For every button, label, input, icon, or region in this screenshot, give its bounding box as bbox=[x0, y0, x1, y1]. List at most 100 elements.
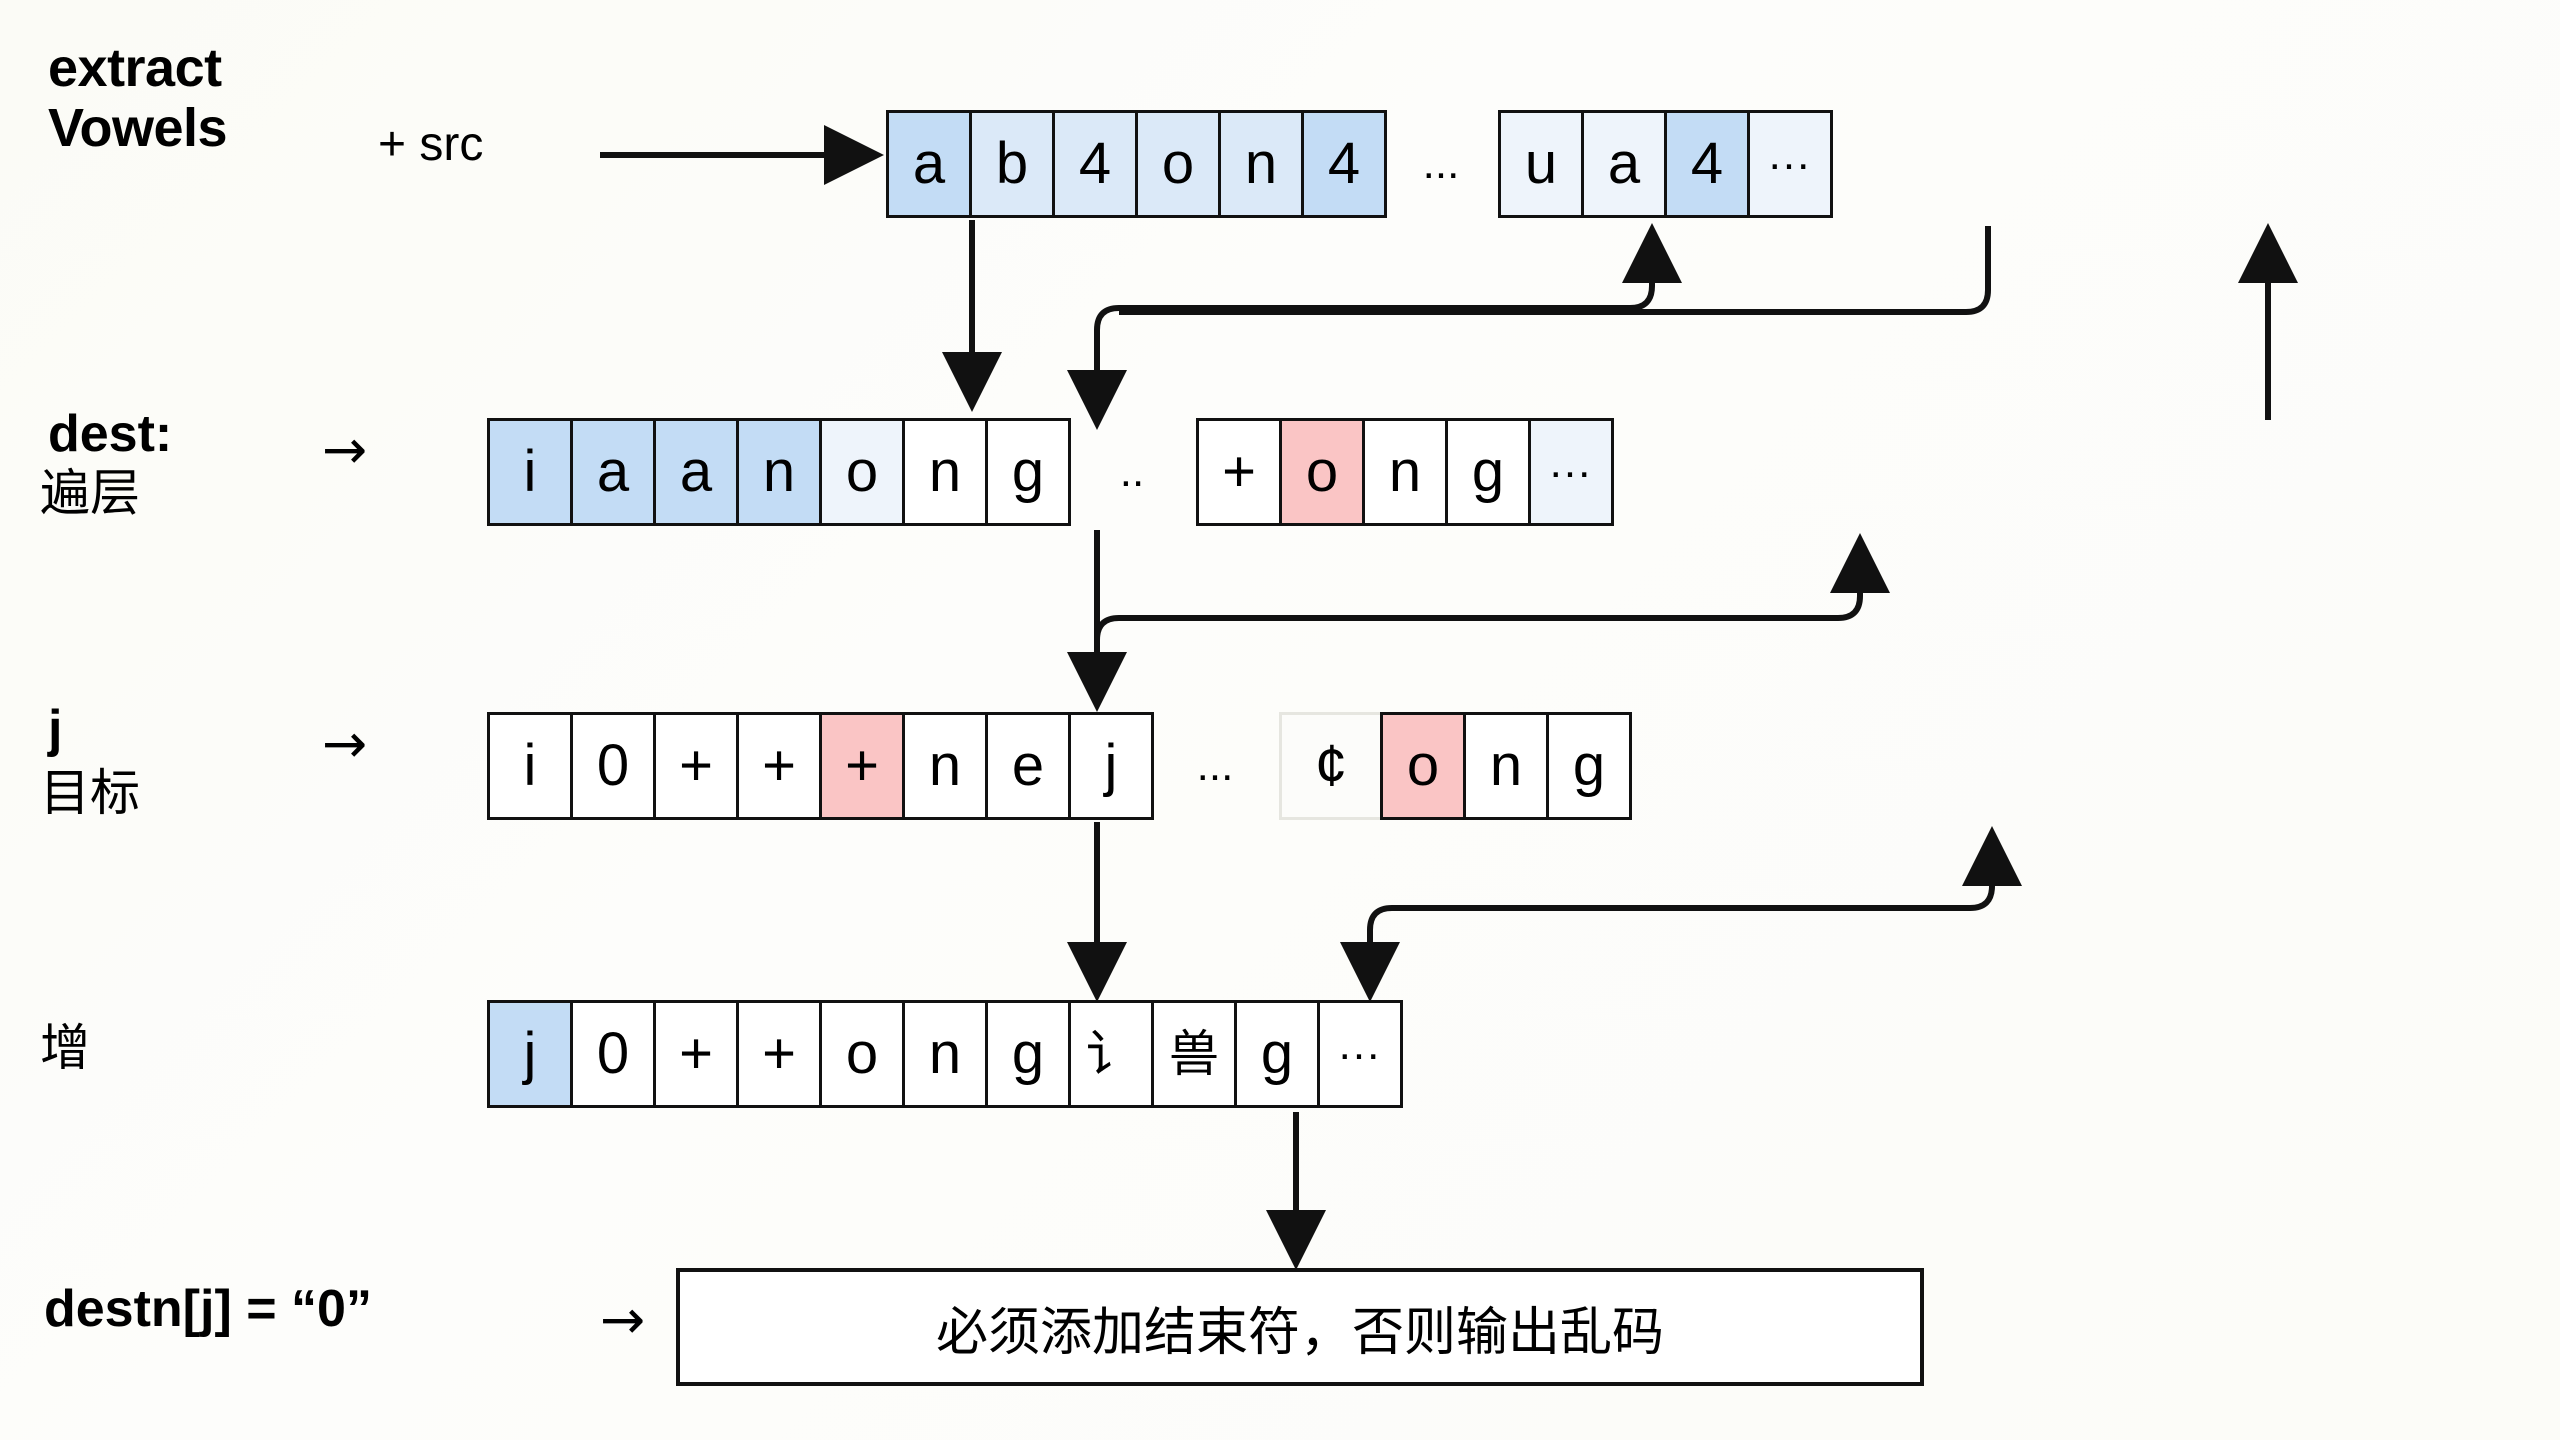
cell-zeng-1[interactable]: 0 bbox=[570, 1000, 656, 1108]
cell-src-8[interactable]: 4 bbox=[1664, 110, 1750, 218]
cell-dest-4[interactable]: o bbox=[819, 418, 905, 526]
cell-zeng-5[interactable]: n bbox=[902, 1000, 988, 1108]
cell-text: o bbox=[1406, 733, 1440, 798]
arrow-j-to-dest-pink-o bbox=[1094, 533, 1890, 700]
cell-zeng-9[interactable]: g bbox=[1234, 1000, 1320, 1108]
cell-text: n bbox=[762, 439, 796, 504]
cell-src-0[interactable]: a bbox=[886, 110, 972, 218]
cell-dest-5[interactable]: n bbox=[902, 418, 988, 526]
cell-zeng-2[interactable]: + bbox=[653, 1000, 739, 1108]
cell-zeng-0[interactable]: j bbox=[487, 1000, 573, 1108]
warning-message-text: 必须添加结束符，否则输出乱码 bbox=[935, 1302, 1664, 1363]
cell-src-6[interactable]: u bbox=[1498, 110, 1584, 218]
cell-text: g bbox=[1011, 1021, 1045, 1086]
cell-dest-1[interactable]: a bbox=[570, 418, 656, 526]
cell-text: o bbox=[1305, 439, 1339, 504]
zeng-label: 增 bbox=[40, 1019, 90, 1077]
cell-dest-8[interactable]: o bbox=[1279, 418, 1365, 526]
cell-j-9[interactable]: o bbox=[1380, 712, 1466, 820]
cell-text: i bbox=[523, 733, 537, 798]
cell-text: n bbox=[1489, 733, 1523, 798]
cell-zeng-4[interactable]: o bbox=[819, 1000, 905, 1108]
cell-src-2[interactable]: 4 bbox=[1052, 110, 1138, 218]
cell-zeng-10[interactable]: ... bbox=[1317, 1000, 1403, 1108]
cell-j-5[interactable]: n bbox=[902, 712, 988, 820]
cell-text: ... bbox=[1549, 438, 1593, 487]
cell-src-1[interactable]: b bbox=[969, 110, 1055, 218]
arrow-zeng-to-j-pink-o bbox=[1367, 826, 2022, 990]
ellipsis-text: .. bbox=[1119, 447, 1145, 496]
arrow-src-u-hook bbox=[1119, 226, 1991, 315]
cell-src-7[interactable]: a bbox=[1581, 110, 1667, 218]
cell-text: g bbox=[1011, 439, 1045, 504]
j-label: j bbox=[48, 700, 63, 758]
cell-text: n bbox=[928, 733, 962, 798]
cell-text: e bbox=[1011, 733, 1045, 798]
cell-dest-11[interactable]: ... bbox=[1528, 418, 1614, 526]
cell-text: b bbox=[995, 131, 1029, 196]
cell-dest-3[interactable]: n bbox=[736, 418, 822, 526]
destn-assignment-label: destn[j] = “0” bbox=[44, 1280, 372, 1338]
cell-text: n bbox=[1388, 439, 1422, 504]
ellipsis-text: ... bbox=[1422, 139, 1460, 188]
cell-j-4[interactable]: + bbox=[819, 712, 905, 820]
cell-src-3[interactable]: o bbox=[1135, 110, 1221, 218]
array-j: i 0 + + + n e j ... ¢ o n g bbox=[487, 712, 1632, 836]
dest-row-inline-arrow-icon: → bbox=[322, 418, 368, 481]
cell-j-8[interactable]: ¢ bbox=[1279, 712, 1383, 820]
cell-j-2[interactable]: + bbox=[653, 712, 739, 820]
cell-text: o bbox=[845, 1021, 879, 1086]
cell-text: 0 bbox=[596, 1021, 630, 1086]
cell-zeng-8[interactable]: 兽 bbox=[1151, 1000, 1237, 1108]
cell-j-11[interactable]: g bbox=[1546, 712, 1632, 820]
src-row-ellipsis-gap: ... bbox=[1384, 110, 1498, 234]
cell-j-3[interactable]: + bbox=[736, 712, 822, 820]
dest-label-cn: 遍层 bbox=[40, 464, 140, 522]
cell-text: o bbox=[1161, 131, 1195, 196]
cell-text: g bbox=[1260, 1021, 1294, 1086]
cell-j-0[interactable]: i bbox=[487, 712, 573, 820]
array-dest: i a a n o n g .. + o n g ... bbox=[487, 418, 1614, 542]
cell-text: a bbox=[912, 131, 946, 196]
cell-zeng-3[interactable]: + bbox=[736, 1000, 822, 1108]
cell-j-1[interactable]: 0 bbox=[570, 712, 656, 820]
cell-dest-9[interactable]: n bbox=[1362, 418, 1448, 526]
cell-j-6[interactable]: e bbox=[985, 712, 1071, 820]
cell-text: n bbox=[928, 1021, 962, 1086]
cell-src-9[interactable]: ... bbox=[1747, 110, 1833, 218]
cell-text: + bbox=[679, 733, 713, 798]
cell-text: + bbox=[845, 733, 879, 798]
cell-text: ... bbox=[1338, 1020, 1382, 1069]
ellipsis-text: ... bbox=[1196, 741, 1234, 790]
cell-dest-6[interactable]: g bbox=[985, 418, 1071, 526]
footer-arrow-icon: → bbox=[600, 1288, 646, 1351]
cell-text: n bbox=[928, 439, 962, 504]
cell-text: + bbox=[679, 1021, 713, 1086]
cell-j-7[interactable]: j bbox=[1068, 712, 1154, 820]
cell-text: 4 bbox=[1690, 131, 1724, 196]
cell-dest-0[interactable]: i bbox=[487, 418, 573, 526]
cell-text: 4 bbox=[1078, 131, 1112, 196]
array-zeng: j 0 + + o n g 讠 兽 g ... bbox=[487, 1000, 1403, 1108]
cell-text: 4 bbox=[1327, 131, 1361, 196]
cell-src-4[interactable]: n bbox=[1218, 110, 1304, 218]
cell-dest-7[interactable]: + bbox=[1196, 418, 1282, 526]
warning-message-box: 必须添加结束符，否则输出乱码 bbox=[676, 1268, 1924, 1386]
dest-row-ellipsis-gap: .. bbox=[1068, 418, 1196, 542]
extract-vowels-label: extract Vowels bbox=[48, 38, 228, 159]
cell-text: u bbox=[1524, 131, 1558, 196]
cell-text: i bbox=[523, 439, 537, 504]
cell-src-5[interactable]: 4 bbox=[1301, 110, 1387, 218]
cell-dest-10[interactable]: g bbox=[1445, 418, 1531, 526]
cell-zeng-6[interactable]: g bbox=[985, 1000, 1071, 1108]
cell-zeng-7[interactable]: 讠 bbox=[1068, 1000, 1154, 1108]
cell-j-10[interactable]: n bbox=[1463, 712, 1549, 820]
j-row-ellipsis-gap: ... bbox=[1151, 712, 1279, 836]
src-label: + src bbox=[378, 118, 484, 171]
cell-text: ¢ bbox=[1314, 733, 1348, 798]
array-src: a b 4 o n 4 ... u a 4 ... bbox=[886, 110, 1833, 234]
cell-text: o bbox=[845, 439, 879, 504]
cell-dest-2[interactable]: a bbox=[653, 418, 739, 526]
arrow-dest-to-src-four bbox=[1094, 223, 1682, 390]
